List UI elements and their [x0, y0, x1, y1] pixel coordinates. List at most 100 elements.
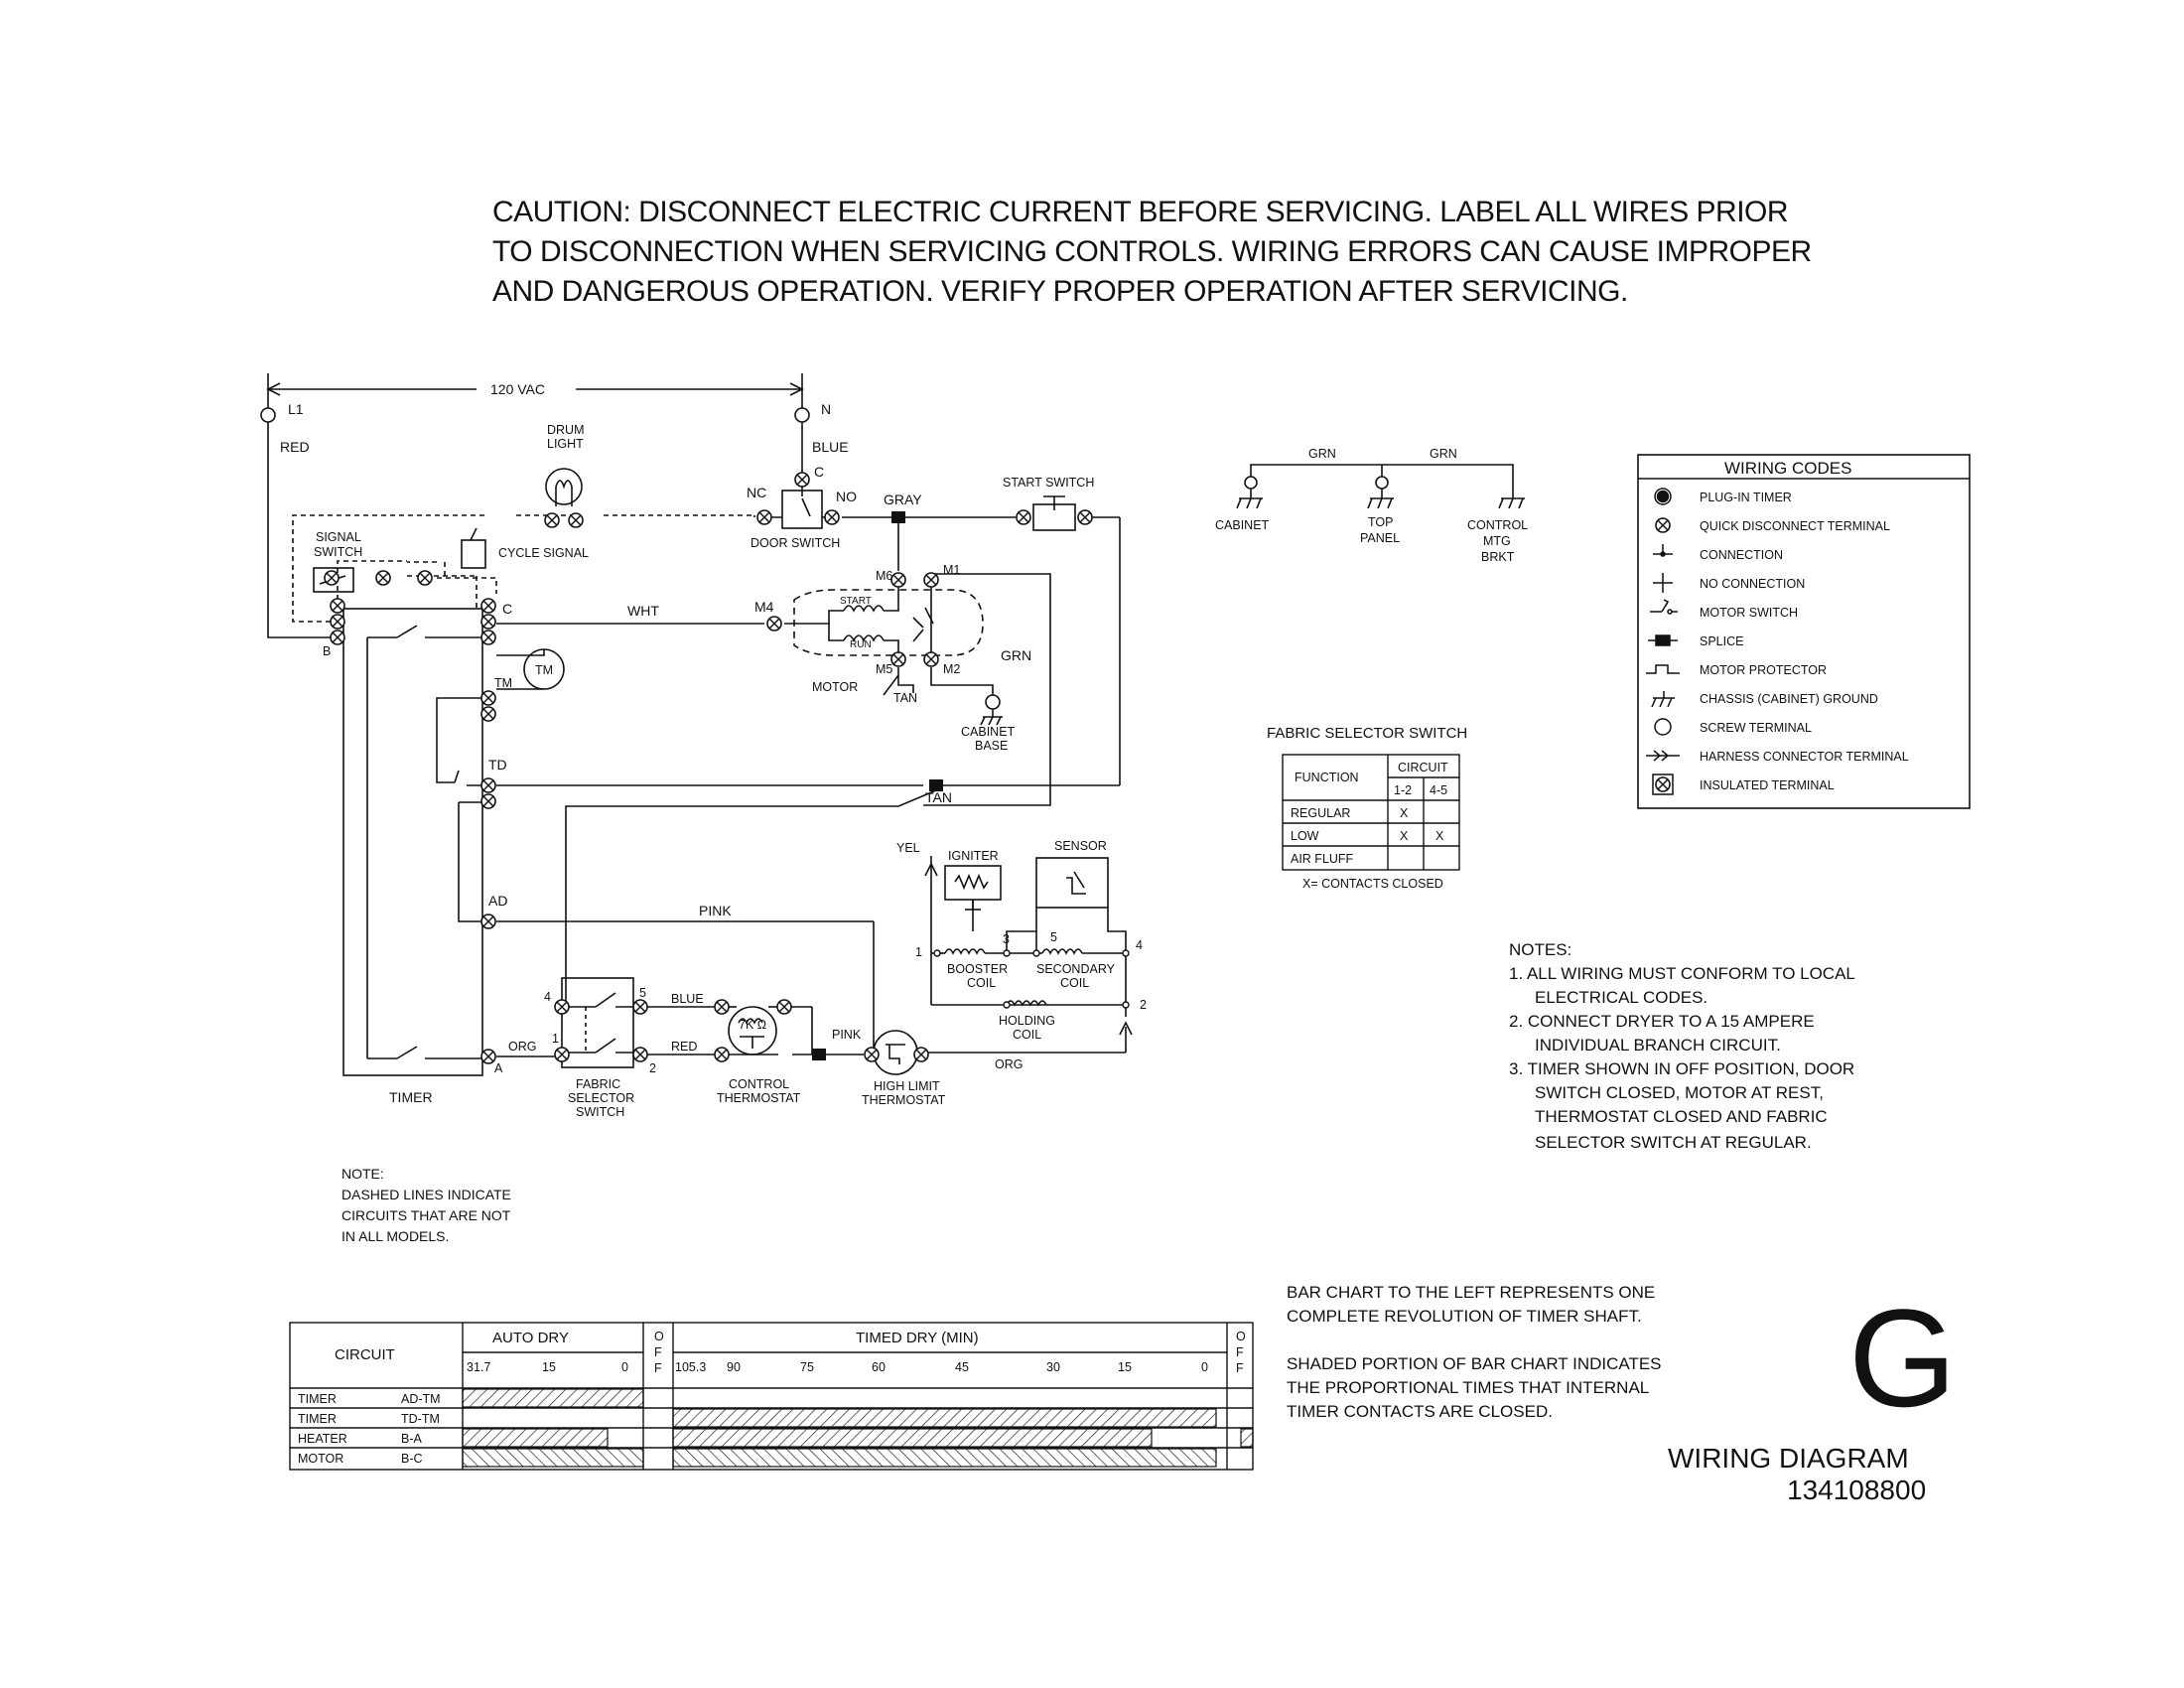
tm-label: TM [494, 676, 512, 690]
fs-row-low-c2: X [1435, 829, 1444, 843]
grn-motor-label: GRN [1001, 647, 1031, 663]
a-label: A [494, 1061, 503, 1075]
fabric-selector-table: FABRIC SELECTOR SWITCH FUNCTION CIRCUIT … [1267, 725, 1467, 891]
bar-timed-dry-header: TIMED DRY (MIN) [856, 1330, 979, 1346]
td-label: TD [488, 757, 507, 773]
bar-timed-tick: 30 [1046, 1360, 1060, 1374]
cabinet-ground-label: CABINET [1215, 518, 1270, 532]
wiring-code-label: QUICK DISCONNECT TERMINAL [1700, 519, 1890, 533]
top-panel-label-1: TOP [1368, 515, 1393, 529]
fs-terminal-4-label: 4 [544, 990, 551, 1004]
diagram-title: WIRING DIAGRAM [1668, 1443, 1909, 1474]
nc-label: NC [747, 485, 766, 500]
no-label: NO [836, 489, 857, 504]
bar-shaded-segment [672, 1408, 1217, 1428]
bar-timed-tick: 15 [1118, 1360, 1132, 1374]
bar-off-letter: F [654, 1361, 662, 1375]
diagram-number: 134108800 [1787, 1475, 1926, 1505]
bar-off-letter: O [654, 1330, 664, 1343]
bar-shaded-segment [672, 1448, 1217, 1468]
schematic [260, 373, 1133, 1076]
fabric-selector-title: FABRIC SELECTOR SWITCH [1267, 725, 1467, 742]
notes-line-4: INDIVIDUAL BRANCH CIRCUIT. [1535, 1036, 1781, 1055]
no-connection-icon [1653, 573, 1673, 593]
bar-row-name: MOTOR [298, 1452, 343, 1466]
high-limit-label-2: THERMOSTAT [862, 1093, 946, 1107]
red-label: RED [280, 439, 310, 455]
wiring-codes-title: WIRING CODES [1724, 459, 1851, 478]
m5-label: M5 [876, 662, 892, 676]
caution-line-3: AND DANGEROUS OPERATION. VERIFY PROPER O… [492, 275, 1628, 308]
tan-label: TAN [925, 789, 952, 805]
bar-timed-tick: 105.3 [675, 1360, 706, 1374]
drum-light-label-2: LIGHT [547, 437, 584, 451]
holding-coil-label-2: COIL [1013, 1028, 1041, 1042]
wht-label: WHT [627, 603, 659, 619]
fs-col-1-2: 1-2 [1394, 783, 1412, 797]
notes-line-2: ELECTRICAL CODES. [1535, 988, 1707, 1007]
fs-row-air-fluff: AIR FLUFF [1291, 852, 1354, 866]
bar-off-letter: F [1236, 1361, 1244, 1375]
secondary-coil-label-2: COIL [1060, 976, 1089, 990]
signal-switch-label-2: SWITCH [314, 545, 362, 559]
splices [812, 511, 943, 1060]
n-label: N [821, 401, 831, 417]
gray-label: GRAY [884, 492, 922, 507]
bar-timed-tick: 60 [872, 1360, 886, 1374]
wiring-code-label: INSULATED TERMINAL [1700, 778, 1835, 792]
control-thermostat-label-2: THERMOSTAT [717, 1091, 801, 1105]
fs-terminal-1-label: 1 [552, 1032, 559, 1046]
run-winding-label: RUN [850, 639, 872, 650]
caution-line-1: CAUTION: DISCONNECT ELECTRIC CURRENT BEF… [492, 196, 1789, 228]
wiring-code-label: CHASSIS (CABINET) GROUND [1700, 692, 1878, 706]
bar-off-letter: O [1236, 1330, 1246, 1343]
terminal-1-label: 1 [915, 945, 922, 959]
terminal-3-label: 3 [1003, 932, 1010, 946]
resistance-label: 7K Ω [739, 1018, 766, 1032]
secondary-coil-label-1: SECONDARY [1036, 962, 1116, 976]
dashed-note-line-4: IN ALL MODELS. [341, 1228, 449, 1244]
dashed-lines-note: NOTE: DASHED LINES INDICATE CIRCUITS THA… [341, 1166, 511, 1244]
schematic-labels: 120 VAC L1 N RED BLUE DRUM LIGHT NC C NO… [280, 381, 1147, 1119]
caution-text: CAUTION: DISCONNECT ELECTRIC CURRENT BEF… [492, 193, 1882, 312]
notes-block: NOTES: 1. ALL WIRING MUST CONFORM TO LOC… [1509, 940, 1855, 1152]
quick-disconnect-icon [1655, 517, 1671, 533]
cabinet-base-label-1: CABINET [961, 725, 1016, 739]
harness-connector-icon [1646, 750, 1680, 762]
l1-label: L1 [288, 401, 304, 417]
wiring-codes-legend: WIRING CODES PLUG-IN TIMER QUICK DISCONNE… [1637, 454, 1971, 809]
signal-switch-label-1: SIGNAL [316, 530, 361, 544]
revision-letter: G [1848, 1280, 1957, 1436]
plug-in-timer-icon [1654, 488, 1672, 505]
notes-line-3: 2. CONNECT DRYER TO A 15 AMPERE [1509, 1012, 1815, 1031]
ground-grn-1: GRN [1308, 447, 1336, 461]
high-limit-label-1: HIGH LIMIT [874, 1079, 940, 1093]
bar-auto-tick: 31.7 [467, 1360, 490, 1374]
bar-shaded-segment [1240, 1428, 1254, 1448]
notes-line-8: SELECTOR SWITCH AT REGULAR. [1535, 1133, 1812, 1152]
wiring-code-label: HARNESS CONNECTOR TERMINAL [1700, 750, 1909, 764]
motor-switch-icon [1650, 599, 1678, 615]
wiring-code-label: MOTOR PROTECTOR [1700, 663, 1827, 677]
start-switch-label: START SWITCH [1003, 476, 1094, 490]
bar-note-line-5: TIMER CONTACTS ARE CLOSED. [1287, 1402, 1553, 1421]
fs-row-low-c1: X [1400, 829, 1409, 843]
fabric-selector-label-2: SELECTOR [568, 1091, 634, 1105]
bar-circuit-header: CIRCUIT [335, 1346, 395, 1363]
pink-thermo-label: PINK [832, 1028, 862, 1042]
wiring-code-label: PLUG-IN TIMER [1700, 491, 1792, 504]
ground-labels: GRN GRN CABINET TOP PANEL CONTROL MTG BR… [1215, 447, 1528, 564]
bar-note-line-4: THE PROPORTIONAL TIMES THAT INTERNAL [1287, 1378, 1649, 1397]
org-hl-label: ORG [995, 1057, 1023, 1071]
m4-label: M4 [754, 599, 774, 615]
bar-shaded-segment [462, 1448, 644, 1468]
cabinet-base-label-2: BASE [975, 739, 1008, 753]
bar-timed-tick: 90 [727, 1360, 741, 1374]
drum-light-label-1: DRUM [547, 423, 585, 437]
bar-row-contacts: TD-TM [401, 1412, 440, 1426]
notes-line-5: 3. TIMER SHOWN IN OFF POSITION, DOOR [1509, 1059, 1854, 1078]
m1-label: M1 [943, 563, 960, 577]
bar-timed-tick: 0 [1201, 1360, 1208, 1374]
terminal-4-label: 4 [1136, 938, 1143, 952]
bar-auto-tick: 0 [621, 1360, 628, 1374]
